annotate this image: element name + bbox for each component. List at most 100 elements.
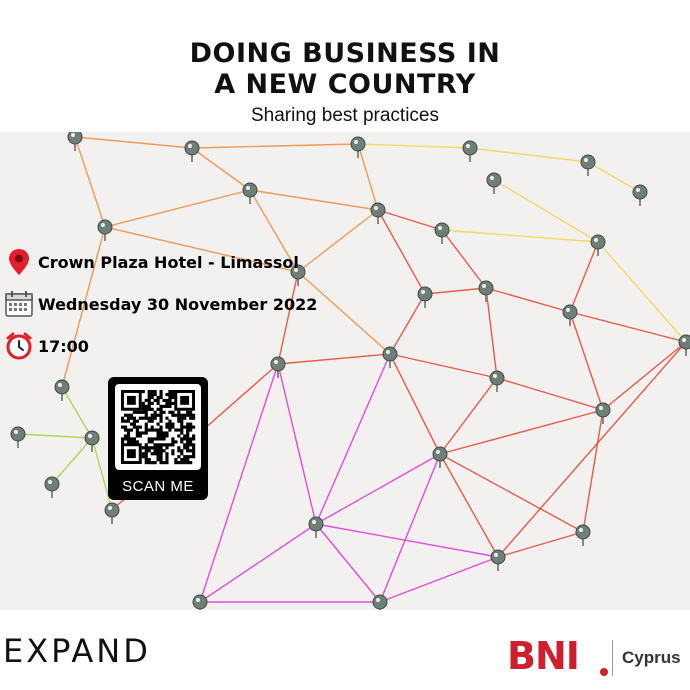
- network-line: [191, 147, 251, 191]
- pushpin-node: [97, 219, 113, 241]
- pushpin-node: [54, 379, 70, 401]
- pushpin-node: [632, 184, 648, 206]
- network-line: [315, 523, 499, 558]
- network-line: [469, 147, 589, 163]
- pushpin-node: [580, 154, 596, 176]
- network-line: [379, 556, 499, 603]
- network-line: [497, 341, 687, 558]
- pushpin-node: [490, 549, 506, 571]
- network-line: [357, 143, 379, 211]
- pushpin-node: [308, 516, 324, 538]
- network-photo: [0, 132, 690, 610]
- network-line: [74, 136, 193, 149]
- pushpin-node: [590, 234, 606, 256]
- logo-divider: [612, 640, 613, 676]
- network-line: [582, 409, 604, 533]
- network-line: [277, 271, 299, 365]
- network-line: [389, 293, 426, 355]
- qr-code-card[interactable]: SCAN ME: [108, 377, 208, 500]
- registered-mark-icon: [600, 668, 608, 676]
- network-line: [51, 437, 93, 485]
- network-line: [389, 353, 498, 379]
- map-pin-icon: [4, 247, 34, 277]
- calendar-icon: [4, 289, 34, 319]
- pushpin-node: [192, 594, 208, 610]
- pushpin-node: [184, 140, 200, 162]
- network-line: [587, 161, 641, 193]
- network-line: [485, 287, 571, 313]
- scan-me-label: SCAN ME: [122, 478, 194, 495]
- pushpin-node: [104, 502, 120, 524]
- pushpin-node: [417, 286, 433, 308]
- network-line: [297, 209, 379, 273]
- network-line: [61, 386, 93, 439]
- network-line: [493, 179, 599, 243]
- header: DOING BUSINESS IN A NEW COUNTRY Sharing …: [0, 0, 690, 132]
- qr-finder-pattern: [180, 395, 190, 405]
- network-line: [277, 353, 391, 365]
- network-line: [569, 241, 599, 313]
- network-line: [104, 189, 251, 228]
- pushpin-node: [432, 446, 448, 468]
- title-line-2: A NEW COUNTRY: [214, 69, 476, 100]
- qr-code-image: [121, 390, 196, 465]
- pushpin-node: [242, 182, 258, 204]
- network-line: [485, 287, 498, 379]
- network-line: [297, 271, 391, 355]
- alarm-clock-icon: [4, 331, 34, 361]
- expand-logo: EXPAND: [3, 632, 151, 670]
- time-text: 17:00: [38, 336, 89, 356]
- network-line: [315, 523, 381, 603]
- network-line: [379, 453, 441, 603]
- network-line: [569, 311, 604, 411]
- pushpin-node: [434, 222, 450, 244]
- network-line: [199, 363, 279, 603]
- network-line: [569, 311, 687, 343]
- network-line: [249, 189, 299, 273]
- time-row: 17:00: [4, 330, 89, 362]
- subtitle: Sharing best practices: [251, 105, 439, 126]
- network-line: [315, 353, 391, 525]
- qr-code[interactable]: [115, 384, 201, 470]
- pushpin-node: [350, 136, 366, 158]
- network-line: [439, 453, 499, 558]
- network-line: [277, 363, 317, 525]
- network-line: [61, 226, 106, 388]
- bni-logo: BNI: [507, 634, 580, 678]
- pushpin-node: [382, 346, 398, 368]
- pushpin-node: [575, 524, 591, 546]
- network-line: [377, 209, 443, 231]
- qr-finder-pattern: [126, 449, 136, 459]
- pushpin-node: [678, 334, 690, 356]
- network-line: [377, 209, 426, 295]
- network-line: [439, 453, 584, 533]
- pushpin-node: [10, 426, 26, 448]
- network-line: [199, 523, 317, 603]
- pushpin-node: [370, 202, 386, 224]
- network-line: [389, 353, 441, 455]
- pushpin-node: [478, 280, 494, 302]
- network-line: [191, 143, 359, 149]
- network-line: [357, 143, 471, 149]
- network-line: [104, 226, 299, 273]
- network-line: [441, 229, 599, 243]
- pushpin-node: [562, 304, 578, 326]
- network-line: [602, 341, 687, 411]
- network-line: [249, 189, 379, 211]
- network-line: [439, 377, 498, 455]
- pushpin-node: [595, 402, 611, 424]
- pushpin-node: [84, 430, 100, 452]
- network-line: [497, 531, 584, 558]
- pushpin-node: [462, 140, 478, 162]
- page-title: DOING BUSINESS IN A NEW COUNTRY: [0, 38, 690, 100]
- pushpin-node: [489, 370, 505, 392]
- footer: EXPAND BNI Cyprus: [0, 610, 690, 690]
- network-line: [74, 136, 106, 228]
- pushpin-node: [290, 264, 306, 286]
- pushpin-node: [372, 594, 388, 610]
- pushpin-node: [486, 172, 502, 194]
- qr-finder-pattern: [126, 395, 136, 405]
- date-row: Wednesday 30 November 2022: [4, 288, 317, 320]
- pushpin-node: [44, 476, 60, 498]
- bni-region-label: Cyprus: [622, 648, 681, 667]
